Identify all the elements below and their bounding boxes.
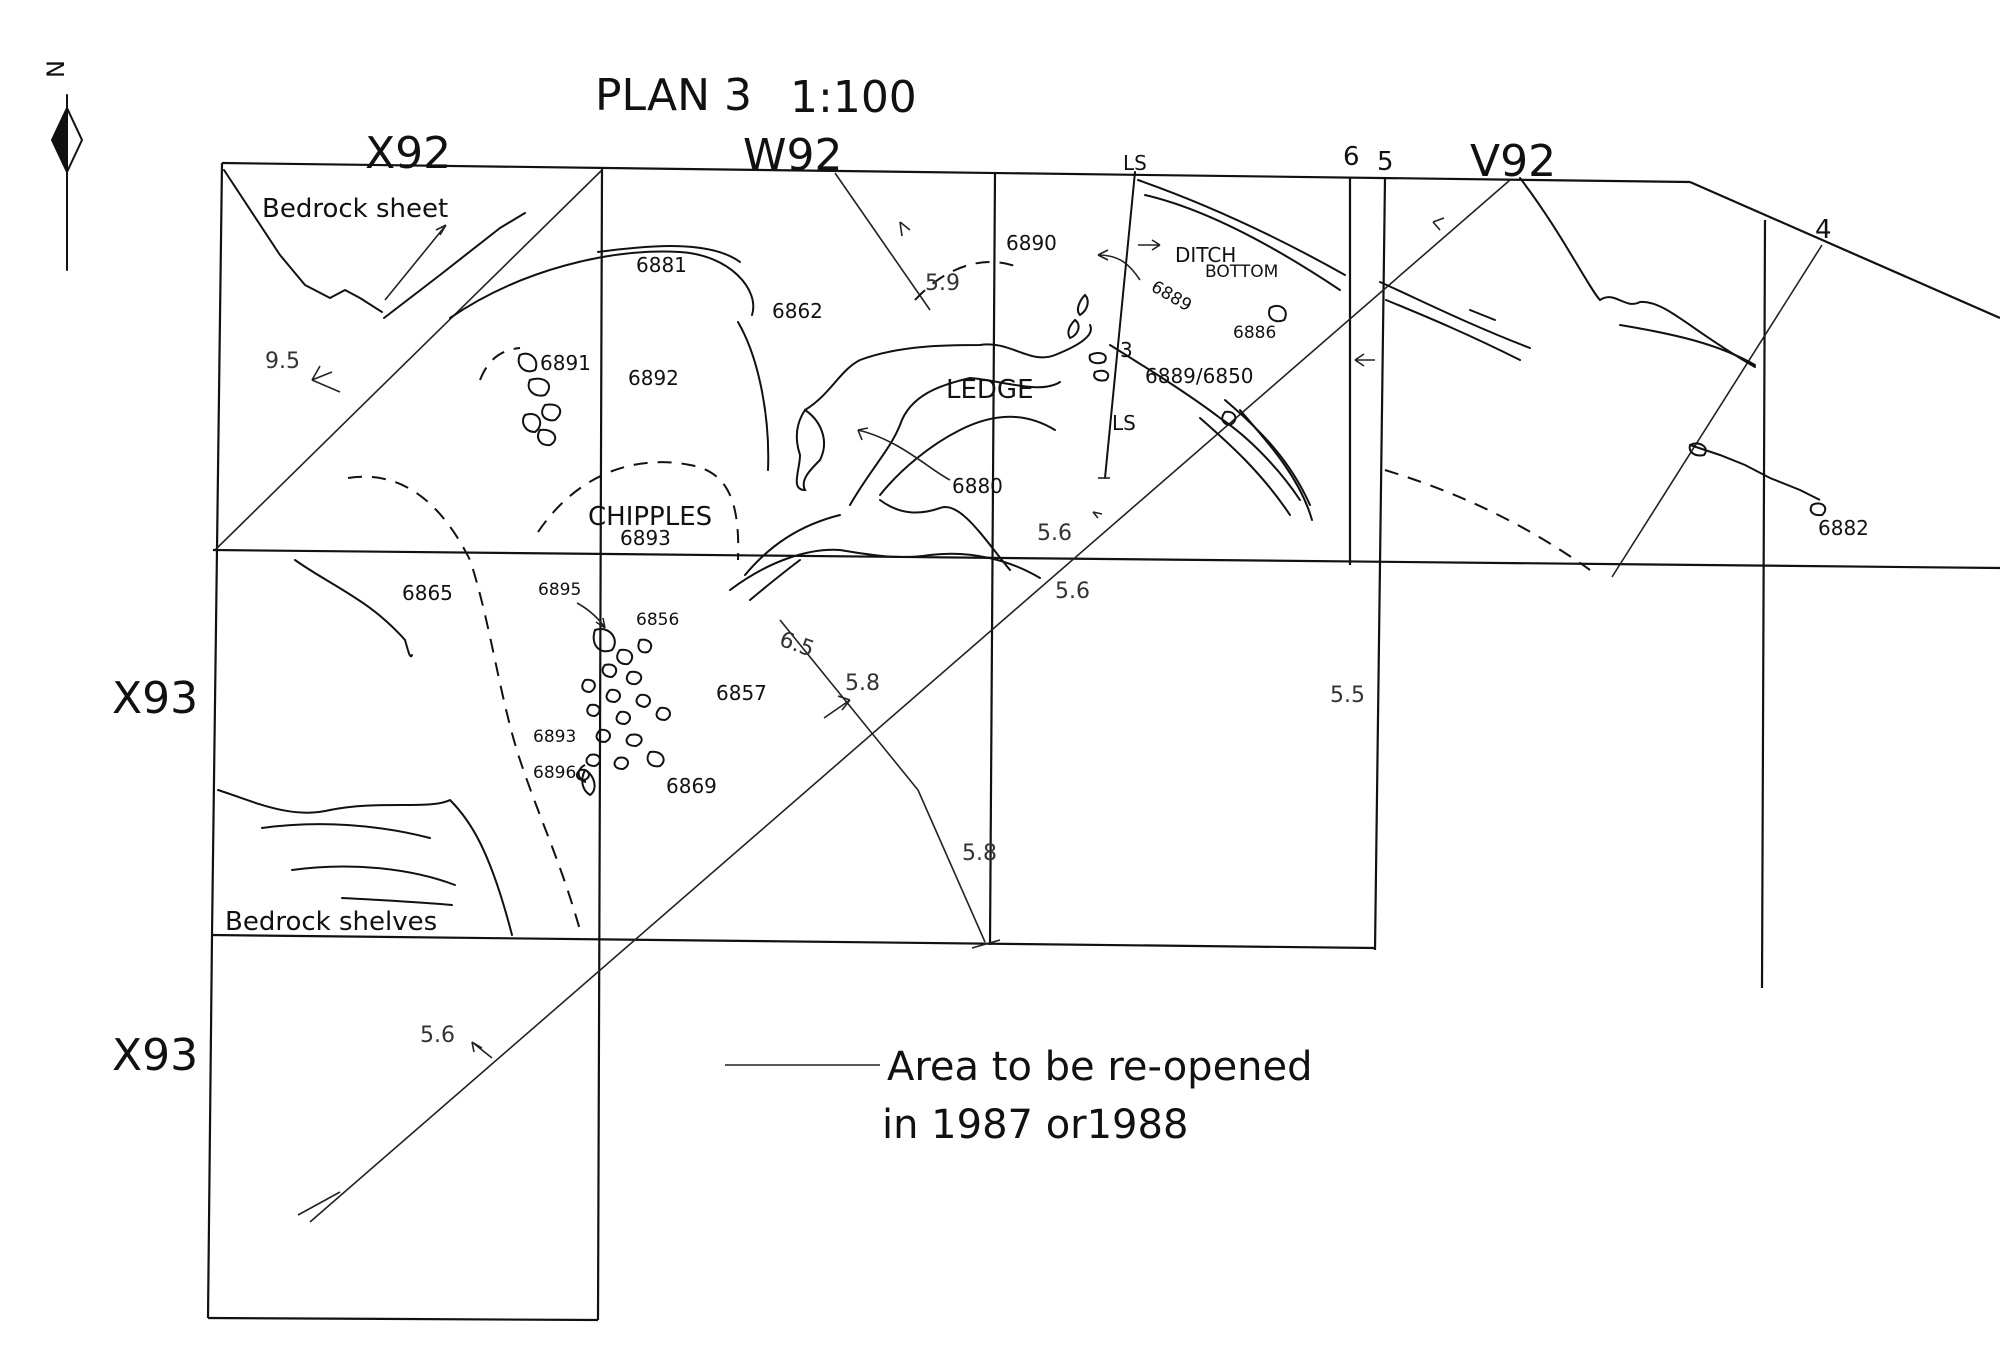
section-label-ls-top: LS — [1123, 151, 1147, 175]
ledge-label: LEDGE — [946, 375, 1034, 405]
context-6881: 6881 — [636, 253, 687, 277]
context-6891: 6891 — [540, 351, 591, 375]
square-label-w92: W92 — [743, 130, 843, 181]
context-6889-6850: 6889/6850 — [1145, 364, 1254, 388]
context-6857: 6857 — [716, 681, 767, 705]
plan-title: PLAN 3 — [595, 70, 752, 121]
context-6889: 6889 — [1148, 277, 1195, 316]
grid-number-3: 3 — [1120, 338, 1133, 362]
plan-scale: 1:100 — [790, 72, 917, 123]
context-6896: 6896 — [533, 763, 576, 783]
annotation-arrows — [576, 239, 1161, 1066]
bedrock-sheet-outline — [223, 169, 526, 319]
north-label: N — [42, 60, 70, 78]
context-6869: 6869 — [666, 774, 717, 798]
chipples-label: CHIPPLES — [588, 502, 712, 532]
level-5-9: 5.9 — [925, 271, 960, 296]
context-6856: 6856 — [636, 610, 679, 630]
feature-outlines — [217, 347, 1591, 936]
grid-number-5: 5 — [1377, 147, 1394, 177]
context-6893-upper: 6893 — [620, 526, 671, 550]
square-label-x93-upper: X93 — [112, 673, 198, 724]
ditch-bottom-label-line2: BOTTOM — [1205, 262, 1278, 282]
context-6895: 6895 — [538, 580, 581, 600]
note-line-2: in 1987 or1988 — [882, 1102, 1188, 1148]
level-arrows — [311, 217, 1445, 1059]
context-6886: 6886 — [1233, 323, 1276, 343]
level-9-5: 9.5 — [265, 349, 300, 374]
survey-lines — [214, 169, 1823, 1223]
context-6865: 6865 — [402, 581, 453, 605]
north-arrow: N — [42, 60, 84, 271]
bedrock-shelves-label: Bedrock shelves — [225, 907, 437, 937]
level-5-8-upper: 5.8 — [845, 671, 880, 696]
ditch-bottom-label-line1: DITCH — [1175, 243, 1236, 267]
level-5-6-lower: 5.6 — [420, 1023, 455, 1048]
context-6862: 6862 — [772, 299, 823, 323]
context-6890: 6890 — [1006, 231, 1057, 255]
square-label-x93-lower: X93 — [112, 1030, 198, 1081]
section-label-ls-bottom: LS — [1112, 411, 1136, 435]
context-6882: 6882 — [1818, 516, 1869, 540]
bedrock-sheet-label: Bedrock sheet — [262, 194, 448, 224]
level-5-8-lower: 5.8 — [962, 841, 997, 866]
context-6892: 6892 — [628, 366, 679, 390]
context-6893-lower: 6893 — [533, 727, 576, 747]
square-label-x92: X92 — [365, 128, 451, 179]
stone-clusters — [517, 293, 1827, 797]
level-5-5: 5.5 — [1330, 683, 1365, 708]
context-6880: 6880 — [952, 474, 1003, 498]
ledge-outline — [729, 324, 1313, 601]
level-5-6-ledge: 5.6 — [1037, 521, 1072, 546]
grid-number-6: 6 — [1343, 142, 1360, 172]
ditch-edges — [449, 177, 1756, 471]
note-line-1: Area to be re-opened — [887, 1044, 1313, 1090]
level-5-6-grid: 5.6 — [1055, 579, 1090, 604]
grid-number-4: 4 — [1815, 215, 1832, 245]
